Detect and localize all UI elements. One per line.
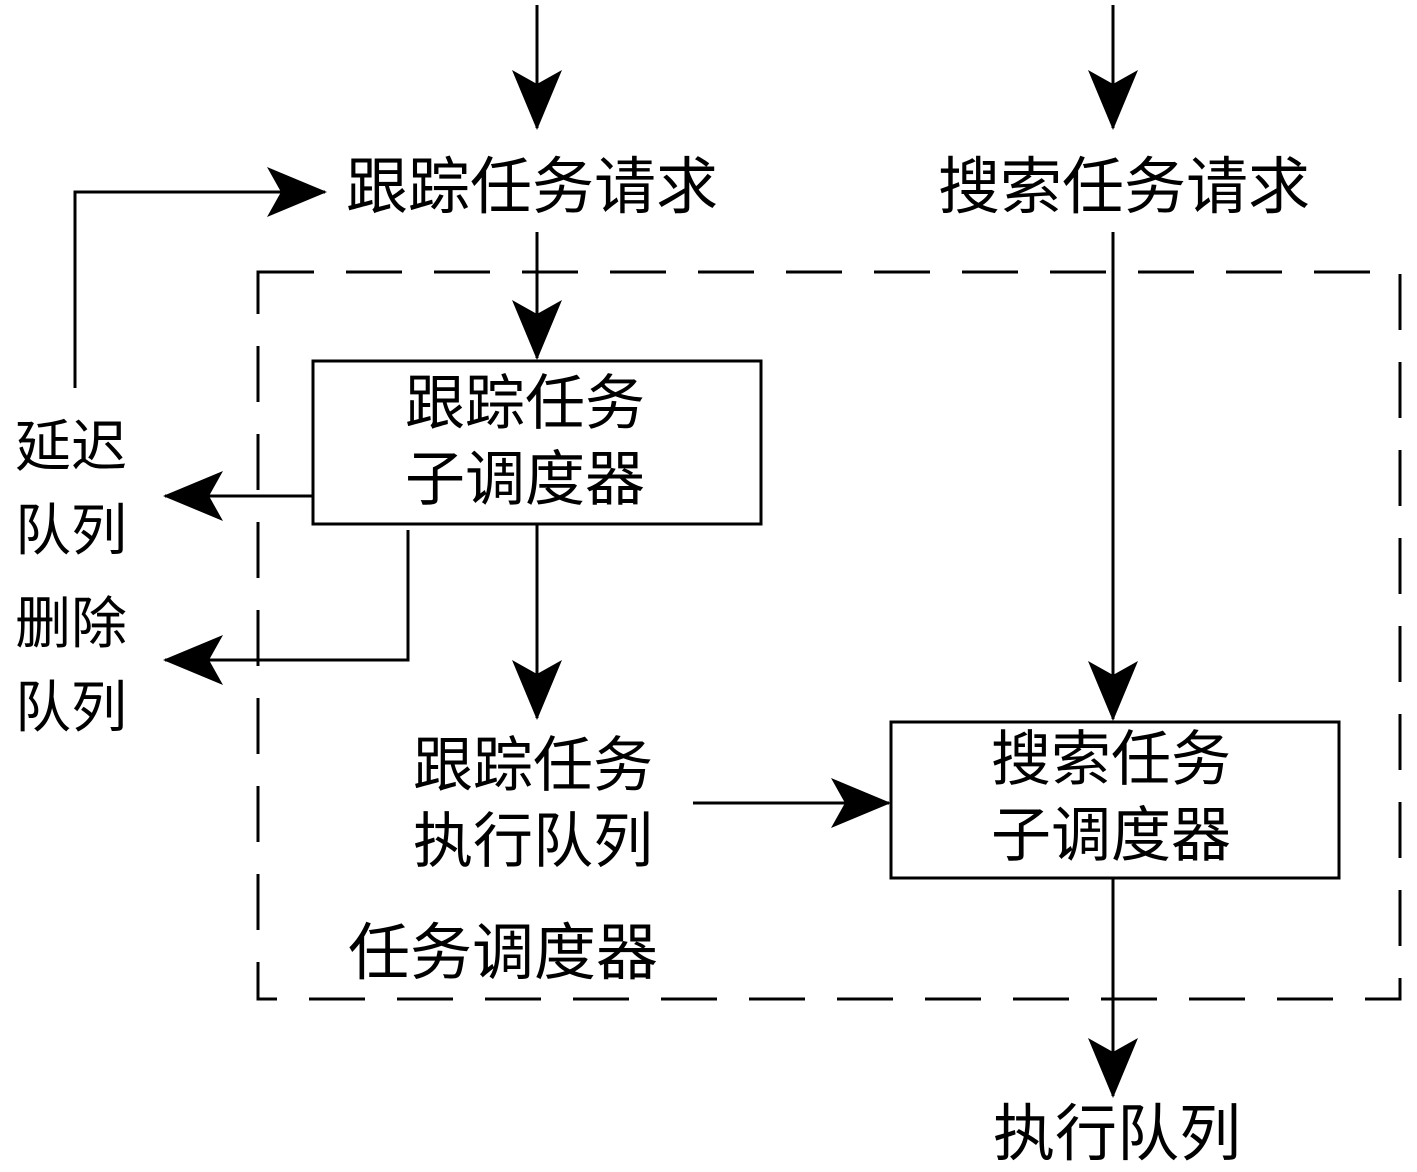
delete-queue-label: 删除 队列 — [15, 583, 127, 751]
arrow-to-delete-queue — [163, 530, 410, 685]
delay-queue-label: 延迟 队列 — [15, 406, 127, 574]
tracking-request-label: 跟踪任务请求 — [346, 150, 719, 223]
tracking-subscheduler-line-1: 跟踪任务 — [405, 369, 645, 439]
tracking-subscheduler-label: 跟踪任务 子调度器 — [405, 366, 645, 518]
delete-queue-line-1: 删除 — [15, 592, 127, 657]
scheduler-title: 任务调度器 — [348, 916, 659, 989]
search-subscheduler-label: 搜索任务 子调度器 — [991, 722, 1231, 874]
search-subscheduler-line-1: 搜索任务 — [991, 725, 1231, 795]
search-subscheduler-box — [889, 720, 1341, 880]
arrow-delay-feedback — [73, 167, 327, 388]
delay-queue-line-2: 队列 — [15, 499, 127, 564]
tracking-exec-queue-line-1: 跟踪任务 — [413, 731, 653, 801]
search-subscheduler-line-2: 子调度器 — [991, 801, 1231, 871]
search-request-label: 搜索任务请求 — [938, 150, 1311, 223]
tracking-subscheduler-line-2: 子调度器 — [405, 445, 645, 515]
tracking-exec-queue-label: 跟踪任务 执行队列 — [413, 728, 653, 880]
tracking-exec-queue-line-2: 执行队列 — [413, 807, 653, 877]
delete-queue-line-2: 队列 — [15, 676, 127, 741]
delay-queue-line-1: 延迟 — [15, 415, 127, 480]
exec-queue-label: 执行队列 — [993, 1097, 1242, 1170]
scheduler-boundary — [256, 270, 1402, 1001]
